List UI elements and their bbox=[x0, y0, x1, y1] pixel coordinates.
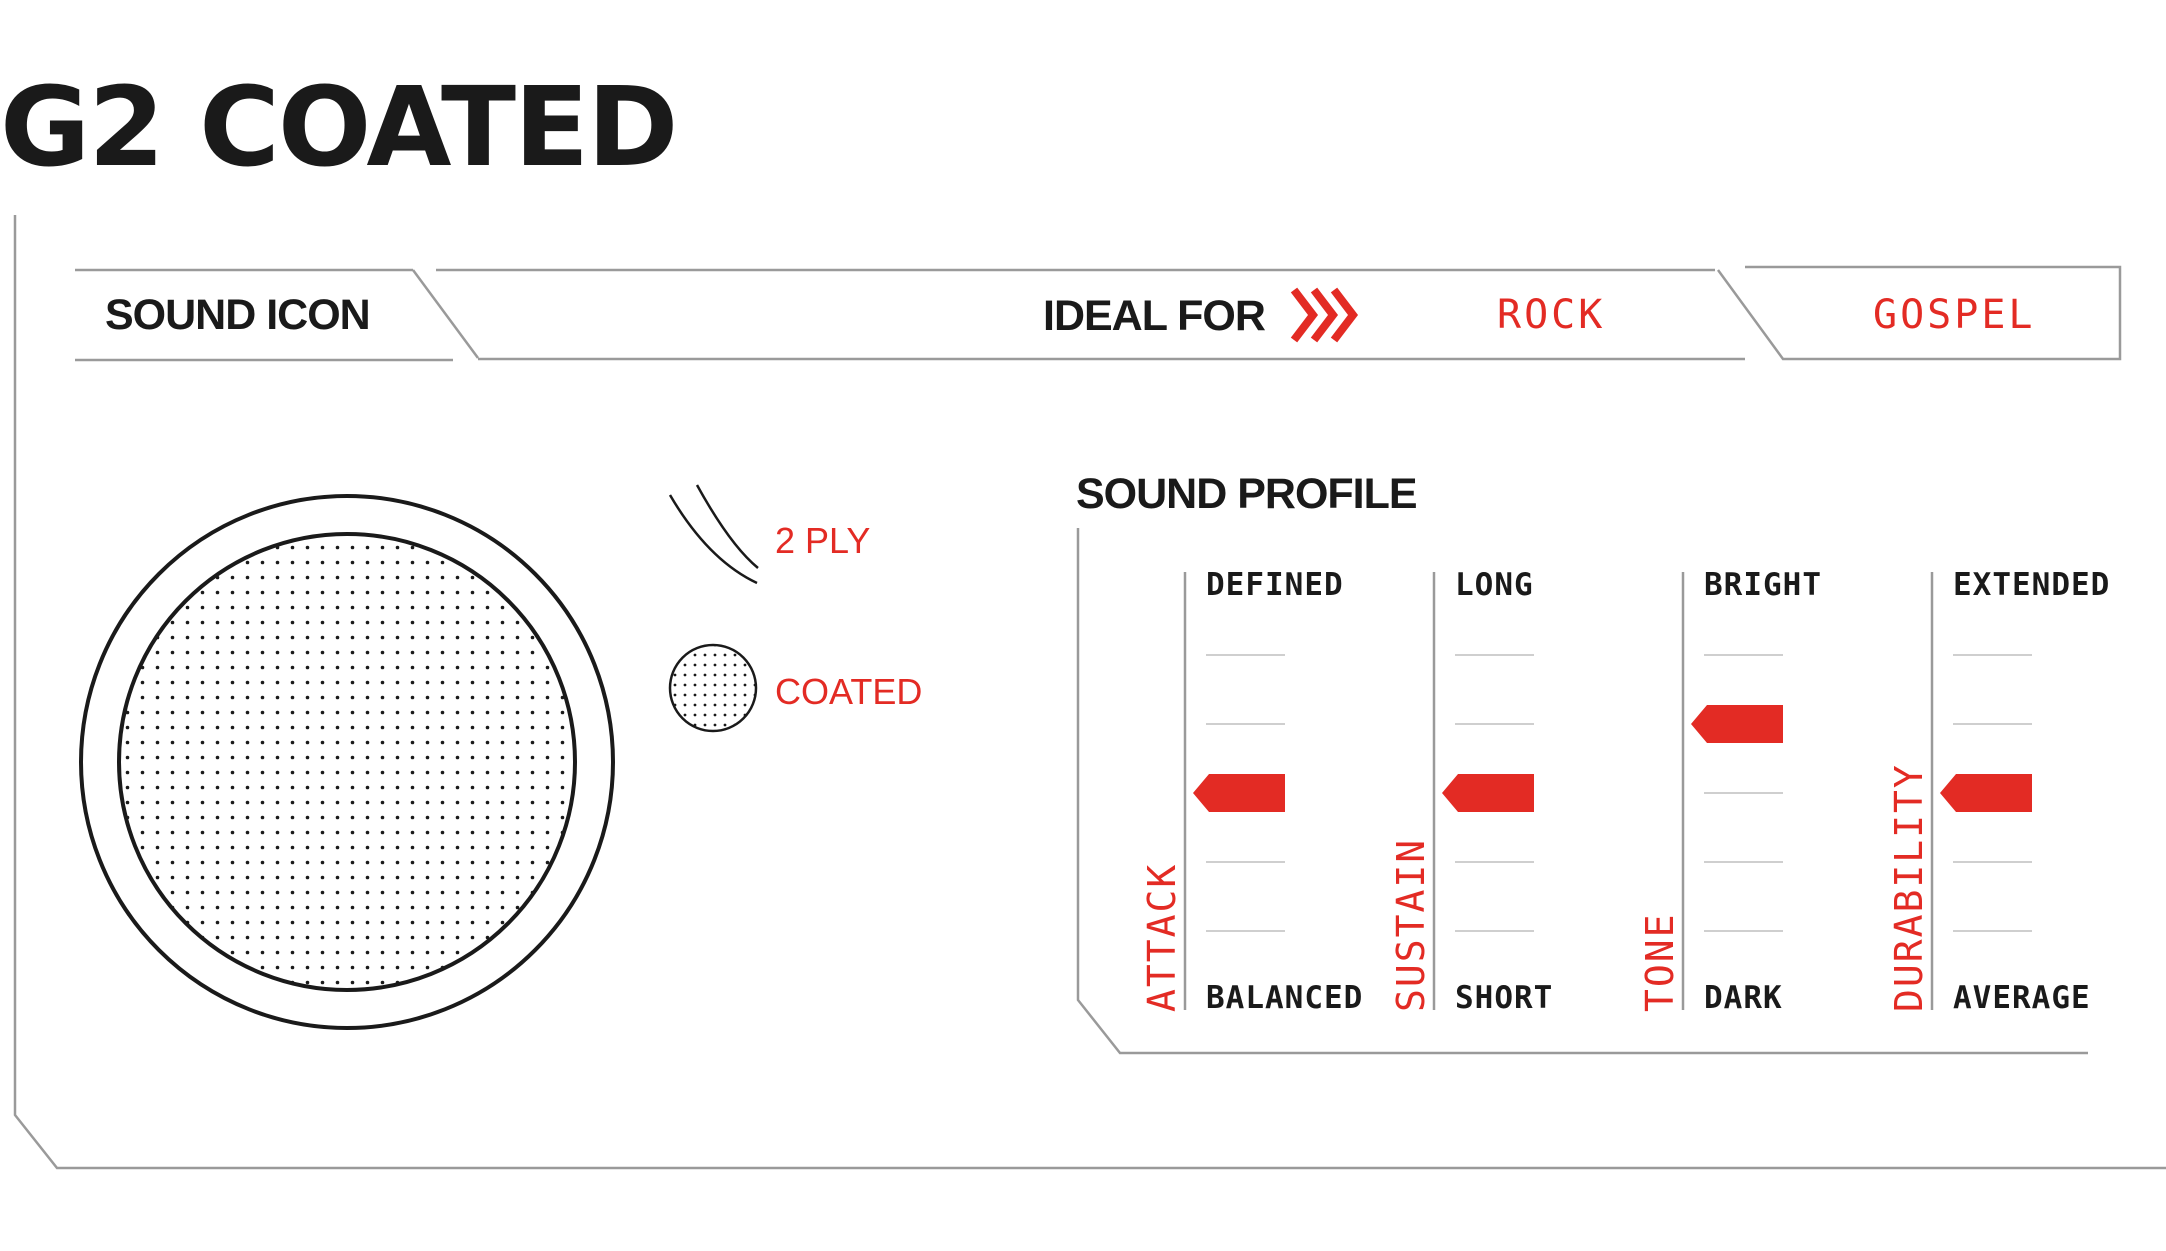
ideal-for-label: IDEAL FOR bbox=[1043, 292, 1266, 340]
meter-durability-top-label: EXTENDED bbox=[1953, 567, 2111, 603]
meter-sustain-marker bbox=[1442, 774, 1534, 812]
meter-tone-top-label: BRIGHT bbox=[1704, 567, 1822, 603]
ply-label: 2 PLY bbox=[775, 520, 871, 561]
meter-attack-top-label: DEFINED bbox=[1206, 567, 1344, 603]
meter-sustain-top-label: LONG bbox=[1455, 567, 1534, 603]
header-band bbox=[75, 265, 2122, 362]
sound-profile-meters bbox=[1183, 572, 2032, 1010]
meter-sustain-graphic bbox=[1432, 572, 1534, 1010]
sound-profile-title: SOUND PROFILE bbox=[1076, 470, 1418, 518]
genre-rock: ROCK bbox=[1497, 292, 1606, 338]
product-title: G2 COATED bbox=[0, 63, 678, 191]
meter-durability-bottom-label: AVERAGE bbox=[1953, 980, 2091, 1016]
meter-durability-graphic bbox=[1930, 572, 2032, 1010]
dotted-circle-icon bbox=[668, 643, 758, 733]
meter-tone-bottom-label: DARK bbox=[1704, 980, 1783, 1016]
meter-sustain-bottom-label: SHORT bbox=[1455, 980, 1554, 1016]
sound-icon-label: SOUND ICON bbox=[105, 291, 371, 339]
meter-tone-marker bbox=[1691, 705, 1783, 743]
dotted-drumhead-icon bbox=[79, 494, 615, 1030]
two-arc-lines-icon bbox=[668, 484, 759, 585]
meter-attack-bottom-label: BALANCED bbox=[1206, 980, 1364, 1016]
coating-label: COATED bbox=[775, 671, 923, 712]
meter-attack-marker bbox=[1193, 774, 1285, 812]
genre-gospel: GOSPEL bbox=[1873, 292, 2036, 338]
meter-durability-marker bbox=[1940, 774, 2032, 812]
sound-profile-frame bbox=[1076, 528, 2088, 1055]
meter-tone-graphic bbox=[1681, 572, 1783, 1010]
triple-chevron-right-icon bbox=[1290, 287, 1359, 343]
outer-frame bbox=[13, 215, 2166, 1170]
meter-attack-graphic bbox=[1183, 572, 1285, 1010]
